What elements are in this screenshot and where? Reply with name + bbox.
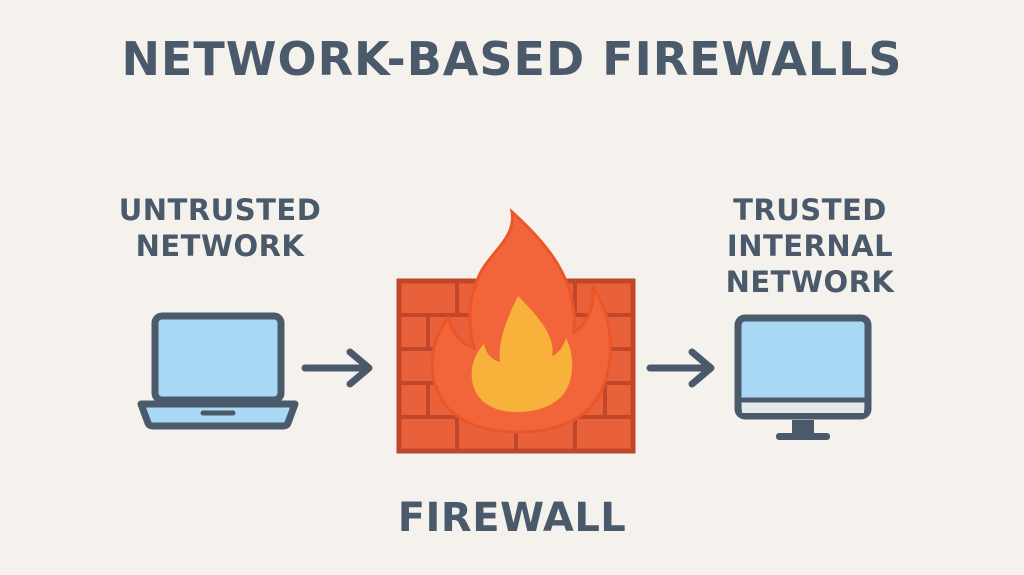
untrusted-network-label-line-1: UNTRUSTED	[118, 193, 322, 227]
trusted-network-label-line-3: NETWORK	[725, 265, 895, 299]
laptop-icon	[137, 312, 299, 430]
trusted-network-label-line-2: INTERNAL	[726, 229, 894, 263]
trusted-network-label: TRUSTED INTERNAL NETWORK	[690, 192, 930, 300]
arrow-right-icon	[301, 348, 373, 388]
arrow-right-icon	[646, 348, 715, 388]
flame-icon	[430, 207, 612, 434]
page-title: NETWORK-BASED FIREWALLS	[121, 32, 903, 86]
firewall-label: FIREWALL	[397, 495, 627, 541]
untrusted-network-label-line-2: NETWORK	[135, 229, 305, 263]
desktop-monitor-icon	[734, 314, 872, 440]
untrusted-network-label: UNTRUSTED NETWORK	[100, 192, 340, 264]
trusted-network-label-line-1: TRUSTED	[733, 193, 887, 227]
